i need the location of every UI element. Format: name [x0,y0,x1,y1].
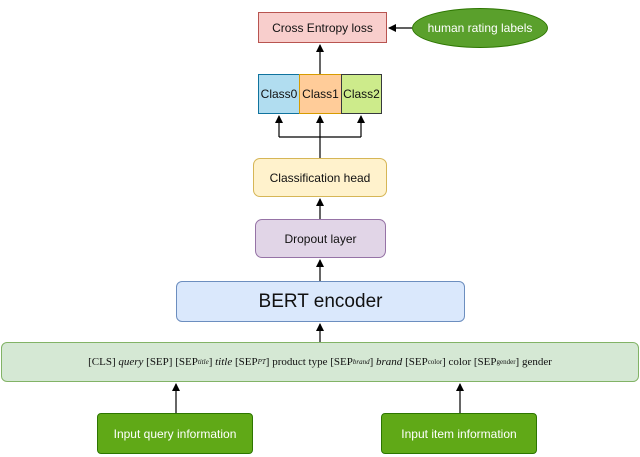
cross-entropy-loss-node: Cross Entropy loss [258,12,387,43]
seq-cls: [CLS] [88,356,116,368]
seq-gender: gender [521,356,552,368]
input-item-information-node: Input item information [381,413,537,454]
seq-sub-title: title [197,358,209,366]
dropout-layer-node: Dropout layer [255,219,386,258]
seq-sub-color: color [427,358,443,366]
seq-sep-gender-close: ] [515,356,520,368]
class2-node: Class2 [341,74,382,114]
seq-sep-gender-open: [SEP [473,356,497,368]
seq-sep-brand-close: ] [369,356,374,368]
class1-node: Class1 [299,74,342,114]
seq-sub-pt: PT [257,358,266,366]
seq-sep: [SEP] [146,356,173,368]
seq-product-type: product type [272,356,328,368]
seq-sub-brand: brand [352,358,370,366]
seq-title: title [215,356,233,368]
seq-sep-pt-open: [SEP [234,356,258,368]
seq-query: query [118,356,144,368]
human-rating-labels-node: human rating labels [412,8,548,48]
classification-head-node: Classification head [253,158,387,197]
seq-sep-brand-open: [SEP [330,356,353,368]
seq-sep-title-open: [SEP [175,356,198,368]
seq-brand: brand [376,356,403,368]
seq-sep-pt-close: ] [265,356,270,368]
input-query-information-node: Input query information [97,413,253,454]
seq-sub-gender: gender [496,358,516,366]
bert-encoder-node: BERT encoder [176,281,465,322]
seq-sep-color-close: ] [442,356,446,368]
seq-sep-title-close: ] [208,356,213,368]
seq-color: color [448,356,472,368]
seq-sep-color-open: [SEP [405,356,428,368]
class0-node: Class0 [258,74,300,114]
